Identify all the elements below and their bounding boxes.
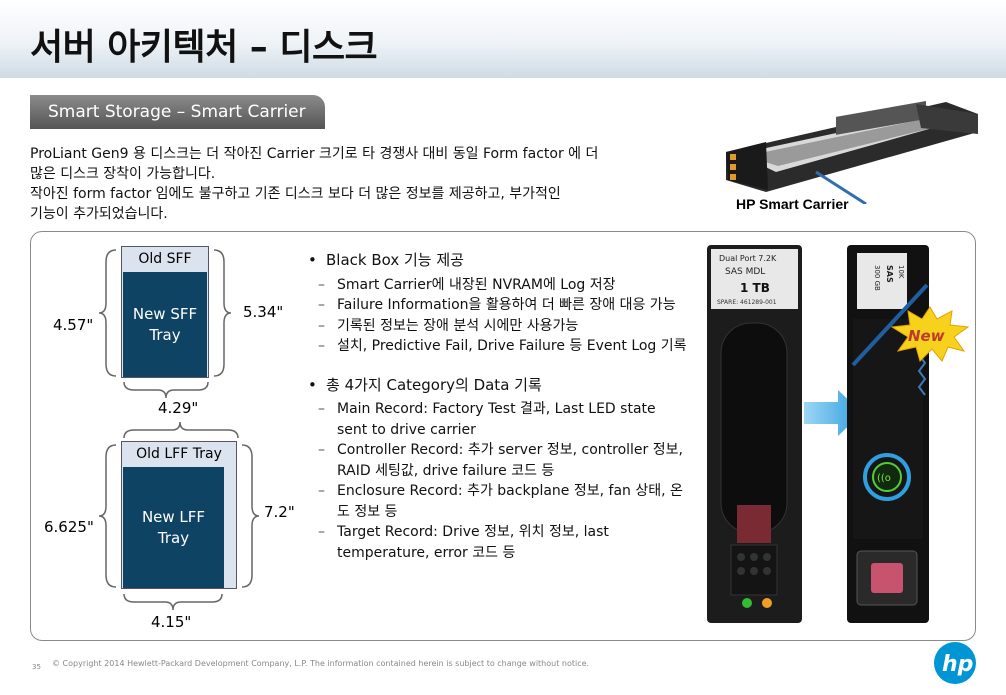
new-drive-carrier-image: 10K SAS 300 GB ((o xyxy=(847,245,929,623)
new-lff-label: Tray xyxy=(157,528,190,547)
list-item: –Failure Information을 활용하여 더 빠른 장애 대응 가능 xyxy=(318,297,676,313)
bullet-heading: •총 4가지 Category의 Data 기록 xyxy=(308,375,542,394)
list-item: –Main Record: Factory Test 결과, Last LED … xyxy=(318,401,656,438)
list-item: –설치, Predictive Fail, Drive Failure 등 Ev… xyxy=(318,338,687,354)
drive-spare: SPARE: 461289-001 xyxy=(717,299,777,306)
feature-bullets: •Black Box 기능 제공 –Smart Carrier에 내장된 NVR… xyxy=(308,250,688,563)
old-lff-label: Old LFF Tray xyxy=(136,446,222,462)
list-item: –기록된 정보는 장애 분석 시에만 사용가능 xyxy=(318,317,579,334)
drive-label-model: SAS MDL xyxy=(725,267,765,277)
list-item: –Controller Record: 추가 server 정보, contro… xyxy=(318,442,683,479)
intro-line: 기능이 추가되었습니다. xyxy=(30,206,168,222)
lff-dim-bottom: 4.15" xyxy=(151,613,192,631)
sff-right-brace xyxy=(213,249,232,377)
drive-label-2: SAS xyxy=(885,265,894,283)
new-sff-tray: New SFF Tray xyxy=(123,272,207,377)
drive-label-3: 300 GB xyxy=(873,265,881,291)
lff-left-brace xyxy=(98,444,117,588)
list-item: –Smart Carrier에 내장된 NVRAM에 Log 저장 xyxy=(318,276,616,293)
old-sff-label: Old SFF xyxy=(138,251,192,267)
lff-right-brace xyxy=(241,444,260,588)
sff-dim-left: 4.57" xyxy=(53,316,94,334)
drive-label-top: Dual Port 7.2K xyxy=(719,254,777,263)
old-drive-carrier-image: Dual Port 7.2K SAS MDL 1 TB SPARE: 46128… xyxy=(707,245,802,623)
page-title: 서버 아키텍처 – 디스크 xyxy=(30,27,378,68)
new-badge: New xyxy=(890,306,970,362)
bullet-list: –Smart Carrier에 내장된 NVRAM에 Log 저장 –Failu… xyxy=(318,275,688,357)
copyright-notice: © Copyright 2014 Hewlett-Packard Develop… xyxy=(52,659,590,668)
lff-top-brace xyxy=(123,421,239,439)
sff-dim-bottom: 4.29" xyxy=(158,399,199,417)
bullet-heading: •Black Box 기능 제공 xyxy=(308,251,464,269)
new-lff-tray: New LFF Tray xyxy=(123,467,224,588)
intro-line: ProLiant Gen9 용 디스크는 더 작아진 Carrier 크기로 타… xyxy=(30,146,599,162)
intro-text: ProLiant Gen9 용 디스크는 더 작아진 Carrier 크기로 타… xyxy=(30,144,700,224)
new-sff-label: New SFF xyxy=(132,304,198,323)
title-bar: 서버 아키텍처 – 디스크 xyxy=(0,0,1006,78)
smart-carrier-image xyxy=(726,100,978,204)
drive-capacity: 1 TB xyxy=(740,281,770,295)
page-number: 35 xyxy=(32,663,41,671)
new-badge-label: New xyxy=(908,327,945,345)
bullet-list: –Main Record: Factory Test 결과, Last LED … xyxy=(318,399,688,563)
intro-line: 많은 디스크 장착이 가능합니다. xyxy=(30,166,216,182)
carrier-caption: HP Smart Carrier xyxy=(736,196,849,212)
list-item: –Target Record: Drive 정보, 위치 정보, last te… xyxy=(318,524,609,561)
list-item: –Enclosure Record: 추가 backplane 정보, fan … xyxy=(318,483,683,520)
intro-line: 작아진 form factor 임에도 불구하고 기존 디스크 보다 더 많은 … xyxy=(30,186,561,202)
hp-logo-text: hp xyxy=(942,652,973,677)
lff-bottom-brace xyxy=(123,593,223,611)
lff-dim-left: 6.625" xyxy=(44,518,94,536)
lff-dim-right: 7.2" xyxy=(264,503,295,521)
sff-dim-right: 5.34" xyxy=(243,303,284,321)
svg-text:((o: ((o xyxy=(877,473,891,484)
new-lff-label: New LFF xyxy=(141,507,206,526)
sff-left-brace xyxy=(98,249,117,377)
sff-bottom-brace xyxy=(123,381,209,399)
section-tab: Smart Storage – Smart Carrier xyxy=(30,95,325,129)
drive-label-1: 10K xyxy=(897,265,905,279)
hp-logo: hp xyxy=(934,642,976,684)
new-sff-label: Tray xyxy=(149,325,181,344)
